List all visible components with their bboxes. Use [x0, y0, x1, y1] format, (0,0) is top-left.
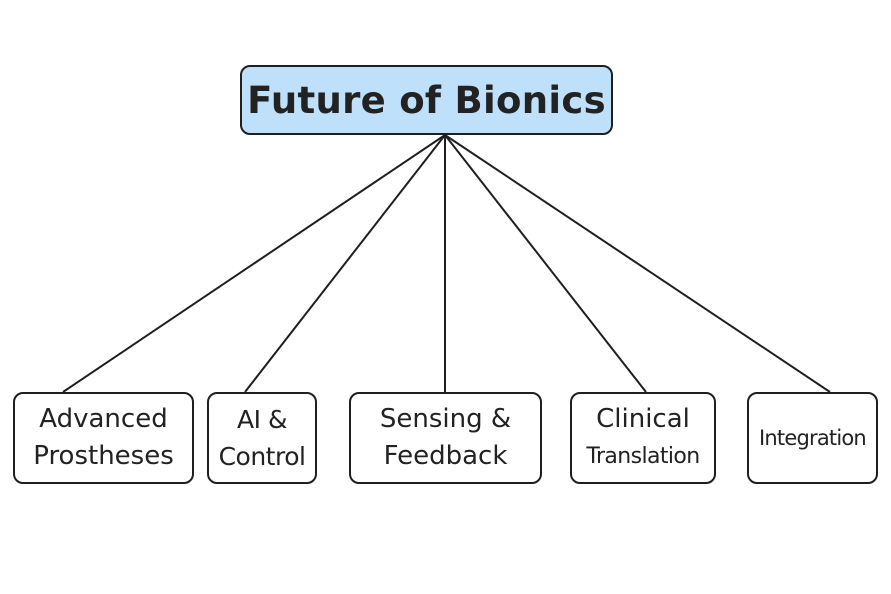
child-node-ai-control: AI & Control [207, 392, 317, 484]
node-label-line: Feedback [383, 441, 508, 471]
root-node-label: Future of Bionics [247, 78, 606, 122]
child-node-advanced-prostheses: Advanced Prostheses [13, 392, 194, 484]
node-label-line: Clinical [596, 404, 690, 434]
child-node-sensing-feedback: Sensing & Feedback [349, 392, 542, 484]
node-label-line: Advanced [39, 404, 168, 434]
connector-line-integration [444, 134, 831, 393]
root-node: Future of Bionics [240, 65, 613, 135]
node-label-line: AI & [237, 405, 287, 434]
connector-line-ai-control [244, 134, 446, 393]
connector-line-clinical-translation [444, 134, 647, 393]
child-node-integration: Integration [747, 392, 878, 484]
node-label-line: Control [218, 442, 306, 471]
node-label-line: Sensing & [379, 404, 512, 434]
node-label-line: Prostheses [33, 441, 174, 471]
child-node-clinical-translation: Clinical Translation [570, 392, 716, 484]
node-label-line: Translation [586, 444, 700, 469]
node-label-line: Integration [759, 425, 867, 450]
connector-line-advanced-prostheses [62, 134, 446, 393]
